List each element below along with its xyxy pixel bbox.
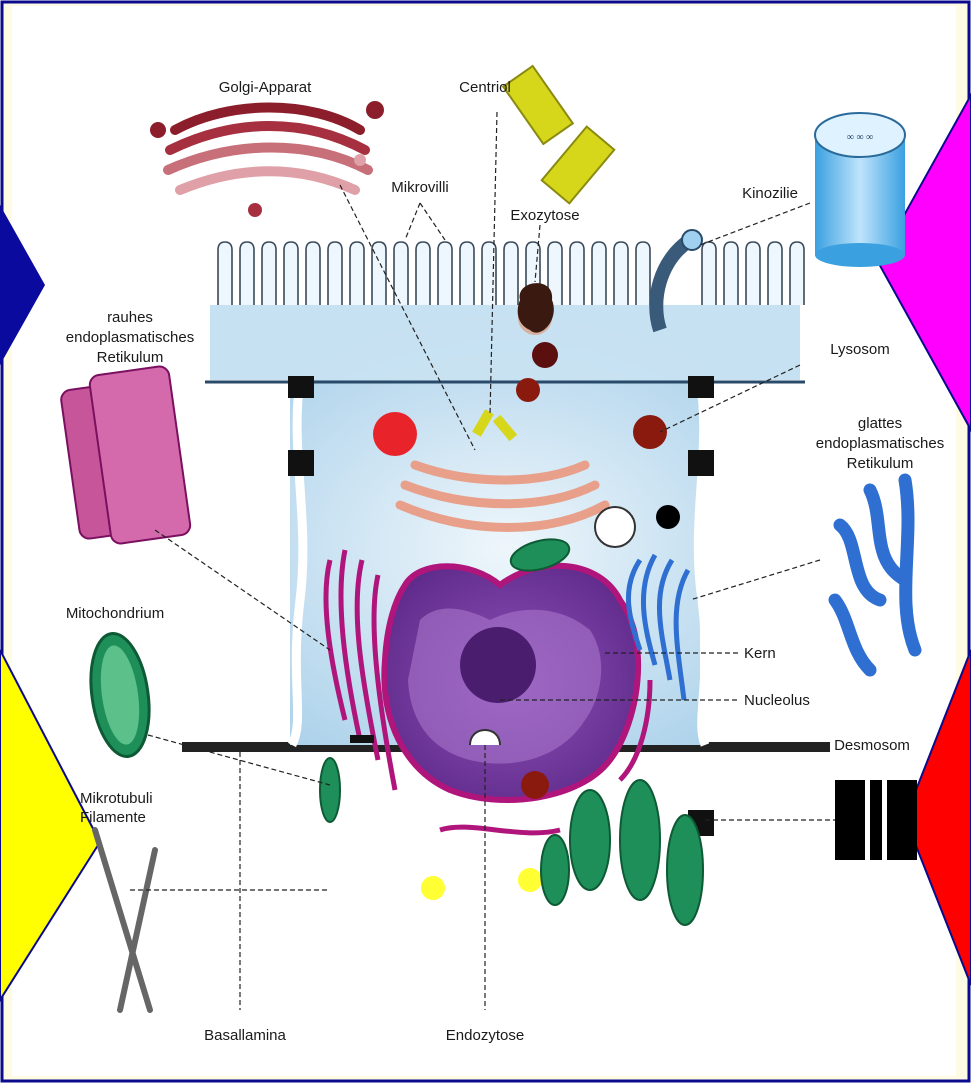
junction-right-top [688, 376, 714, 398]
junction-left-mid [288, 450, 314, 476]
label-microtubules-line1: Mikrotubuli [80, 790, 153, 807]
microvillus [460, 242, 474, 305]
microvillus [702, 242, 716, 305]
yellow-vesicle-2 [518, 868, 542, 892]
lysosome-2 [516, 378, 540, 402]
rough-er-illustration [60, 365, 191, 544]
microvillus [218, 242, 232, 305]
hemidesmosome [350, 735, 374, 743]
label-kinocilium: Kinozilie [742, 185, 798, 202]
junction-left-top [288, 376, 314, 398]
microvillus [262, 242, 276, 305]
microvillus [768, 242, 782, 305]
microvillus [350, 242, 364, 305]
label-mitochondrion: Mitochondrium [66, 605, 164, 622]
svg-text:∞ ∞ ∞: ∞ ∞ ∞ [847, 132, 873, 143]
microvillus [306, 242, 320, 305]
microvillus [592, 242, 606, 305]
dark-vesicle [656, 505, 680, 529]
junction-right-mid [688, 450, 714, 476]
label-microtubules-line2: Filamente [80, 809, 146, 826]
label-smooth-er-line1: glattes [858, 415, 902, 432]
microvilli [218, 242, 804, 305]
label-exocytosis: Exozytose [510, 207, 579, 224]
desmosome-illustration [835, 780, 917, 860]
microvillus [724, 242, 738, 305]
microvillus [614, 242, 628, 305]
label-centriole: Centriol [459, 79, 511, 96]
microvillus [284, 242, 298, 305]
label-nucleolus: Nucleolus [744, 692, 810, 709]
lysosome-1 [532, 342, 558, 368]
microvillus [416, 242, 430, 305]
peroxisome [595, 507, 635, 547]
label-rough-er-line3: Retikulum [97, 349, 164, 366]
label-basal-lamina: Basallamina [204, 1027, 286, 1044]
label-nucleus: Kern [744, 645, 776, 662]
lysosome-4 [521, 771, 549, 799]
label-microvilli: Mikrovilli [391, 179, 449, 196]
kinocilium-illustration: ∞ ∞ ∞ [815, 113, 905, 267]
microvillus [240, 242, 254, 305]
microvillus [570, 242, 584, 305]
microvillus [438, 242, 452, 305]
microvillus [746, 242, 760, 305]
label-desmosome: Desmosom [834, 737, 910, 754]
label-lysosome: Lysosom [830, 341, 889, 358]
microvillus [636, 242, 650, 305]
microvillus [504, 242, 518, 305]
label-rough-er-line1: rauhes [107, 309, 153, 326]
label-rough-er-line2: endoplasmatisches [66, 329, 194, 346]
apical-zone [210, 305, 800, 380]
label-smooth-er-line3: Retikulum [847, 455, 914, 472]
label-endocytosis: Endozytose [446, 1027, 524, 1044]
yellow-vesicle-1 [421, 876, 445, 900]
secretory-vesicle [373, 412, 417, 456]
nucleolus [460, 627, 536, 703]
label-golgi: Golgi-Apparat [219, 79, 312, 96]
lysosome-3 [633, 415, 667, 449]
label-smooth-er-line2: endoplasmatisches [816, 435, 944, 452]
microvillus [328, 242, 342, 305]
microvillus [790, 242, 804, 305]
exocytosis-event [518, 283, 554, 333]
